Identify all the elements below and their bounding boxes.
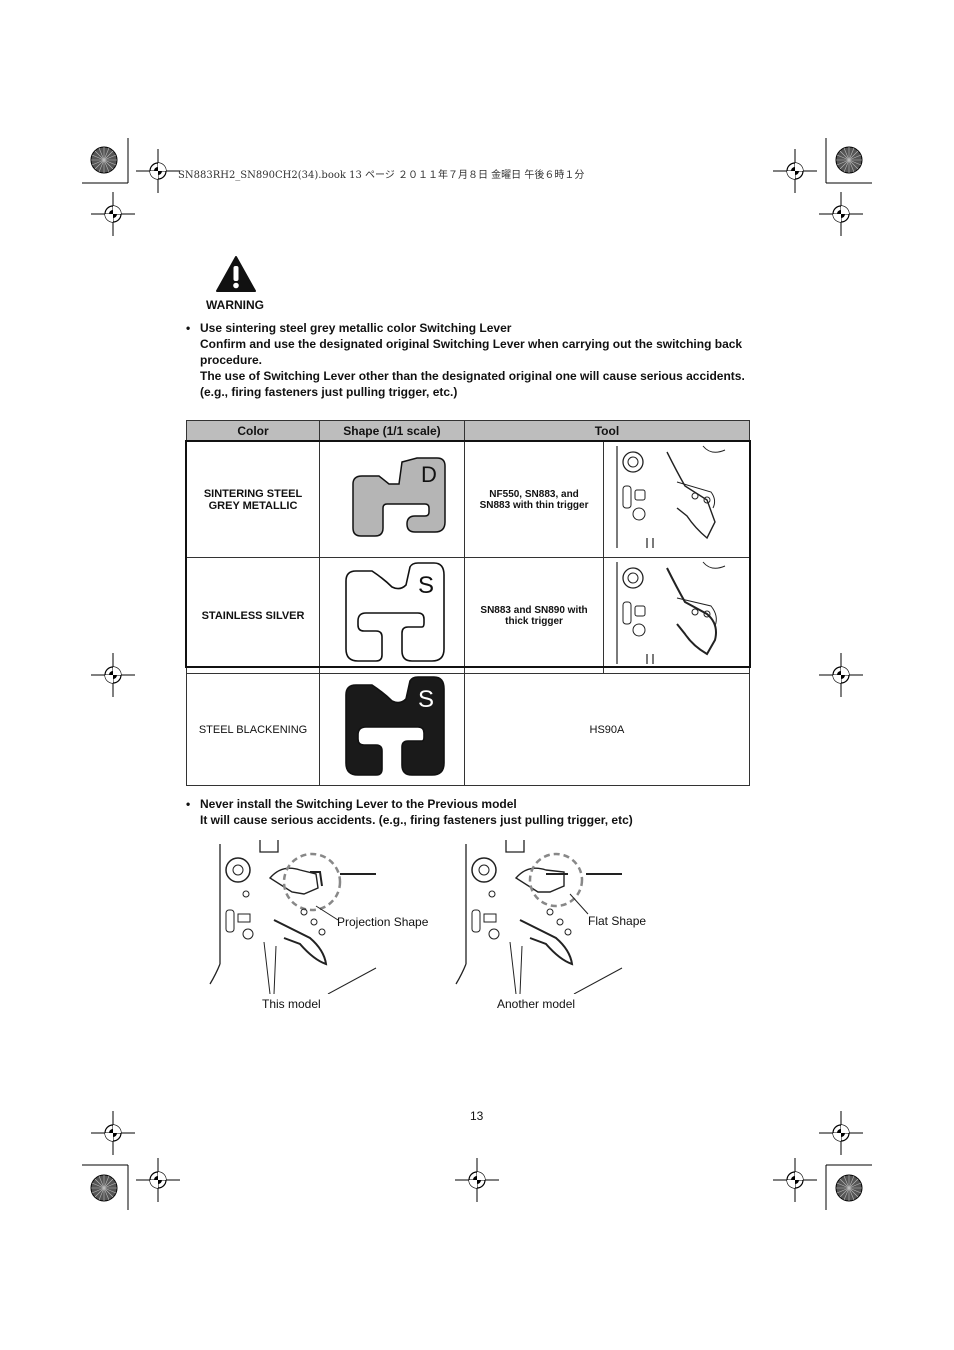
lever-shape-s-black: S <box>319 673 465 786</box>
bullet-2-line2: It will cause serious accidents. (e.g., … <box>200 813 633 827</box>
tool-trigger-illustration <box>603 557 750 674</box>
shape-letter: S <box>418 572 434 599</box>
bullet-2-title: Never install the Switching Lever to the… <box>200 797 517 811</box>
bullet-1-line4: The use of Switching Lever other than th… <box>200 369 745 383</box>
tool-text: HS90A <box>589 723 625 736</box>
header-shape: Shape (1/1 scale) <box>319 420 465 442</box>
warning-bullet-2: • Never install the Switching Lever to t… <box>186 796 633 828</box>
tool-cell: SN883 and SN890 with thick trigger <box>463 557 605 674</box>
print-header: SN883RH2_SN890CH2(34).book 13 ページ ２０１１年７… <box>178 170 585 181</box>
projection-shape-callout: Projection Shape <box>337 915 429 929</box>
tool-cell: NF550, SN883, and SN883 with thin trigge… <box>463 441 605 558</box>
flat-shape-callout: Flat Shape <box>588 914 647 928</box>
color-cell: SINTERING STEEL GREY METALLIC <box>185 441 321 558</box>
shape-letter: S <box>418 686 434 713</box>
table-header-row: Color Shape (1/1 scale) Tool <box>185 420 751 442</box>
header-tool: Tool <box>463 420 751 442</box>
lever-shape-s: S <box>319 557 465 674</box>
tool-trigger-illustration <box>603 441 750 558</box>
bullet-1-title: Use sintering steel grey metallic color … <box>200 321 512 335</box>
color-cell: STAINLESS SILVER <box>185 557 321 674</box>
warning-icon <box>216 256 256 292</box>
color-cell: STEEL BLACKENING <box>185 673 321 786</box>
header-color: Color <box>185 420 321 442</box>
shape-letter: D <box>421 462 437 487</box>
page-number: 13 <box>470 1109 484 1123</box>
color-text: SINTERING STEEL <box>203 487 303 500</box>
this-model-caption: This model <box>262 997 321 1011</box>
bullet-dot: • <box>186 797 191 811</box>
bullet-1-line3: procedure. <box>200 353 263 367</box>
warning-label: WARNING <box>206 298 264 312</box>
table-row: STEEL BLACKENING S HS90A <box>185 673 751 786</box>
color-text: STAINLESS SILVER <box>201 609 305 622</box>
another-model-illustration <box>455 840 623 994</box>
tool-text: thick trigger <box>505 615 563 627</box>
tool-text: NF550, SN883, and <box>489 488 579 500</box>
this-model-illustration <box>209 840 377 994</box>
tool-text: SN883 with thin trigger <box>479 499 589 511</box>
color-text: STEEL BLACKENING <box>198 723 308 736</box>
switching-lever-table: Color Shape (1/1 scale) Tool SINTERING S… <box>185 420 751 786</box>
tool-text: SN883 and SN890 with <box>480 604 588 616</box>
tool-cell: HS90A <box>463 673 751 786</box>
warning-bullet-1: • Use sintering steel grey metallic colo… <box>186 320 745 400</box>
bullet-1-line5: (e.g., firing fasteners just pulling tri… <box>200 385 458 399</box>
color-text: GREY METALLIC <box>208 499 298 512</box>
another-model-caption: Another model <box>497 997 576 1011</box>
bullet-1-line2: Confirm and use the designated original … <box>200 337 743 351</box>
table-row: STAINLESS SILVER S SN883 and SN890 with … <box>185 557 750 674</box>
bullet-dot: • <box>186 321 191 335</box>
table-row: SINTERING STEEL GREY METALLIC D NF550, S… <box>185 441 750 558</box>
lever-shape-d: D <box>319 441 465 558</box>
